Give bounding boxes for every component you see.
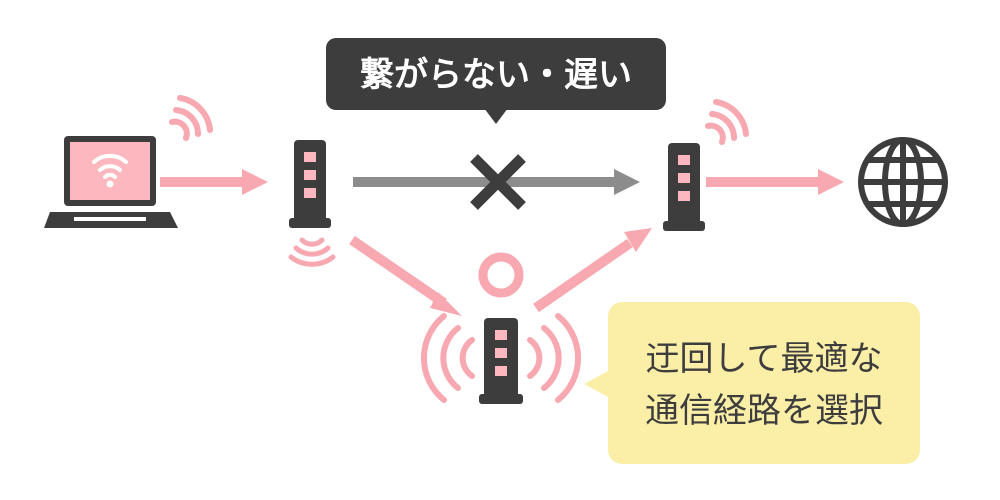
cross-icon: [470, 154, 526, 210]
reroute-callout: 迂回して最適な 通信経路を選択: [584, 302, 920, 464]
laptop-icon: [44, 136, 178, 228]
arrow-router-to-router-failed: [353, 169, 640, 195]
reroute-label-line2: 通信経路を選択: [645, 391, 883, 431]
mesh-ok-circle: [478, 252, 524, 298]
failure-callout: 繋がらない・遅い: [326, 38, 666, 124]
router-icon: [289, 140, 331, 228]
router-signal-waves: [705, 99, 749, 145]
arrow-router-to-internet: [706, 169, 844, 195]
globe-icon: [858, 137, 948, 227]
reroute-label-line1: 迂回して最適な: [646, 339, 883, 379]
router-icon: [663, 143, 705, 231]
mesh-node-signal-waves: [420, 313, 582, 403]
arrow-router-to-mesh-node: [349, 235, 462, 316]
arrow-mesh-node-to-router: [533, 228, 652, 313]
router-icon: [479, 318, 523, 404]
router-signal-waves: [288, 237, 336, 267]
failure-label: 繋がらない・遅い: [360, 55, 632, 95]
wifi-icon: [92, 153, 128, 179]
arrow-laptop-to-router: [160, 169, 268, 195]
laptop-signal-waves: [169, 95, 213, 141]
